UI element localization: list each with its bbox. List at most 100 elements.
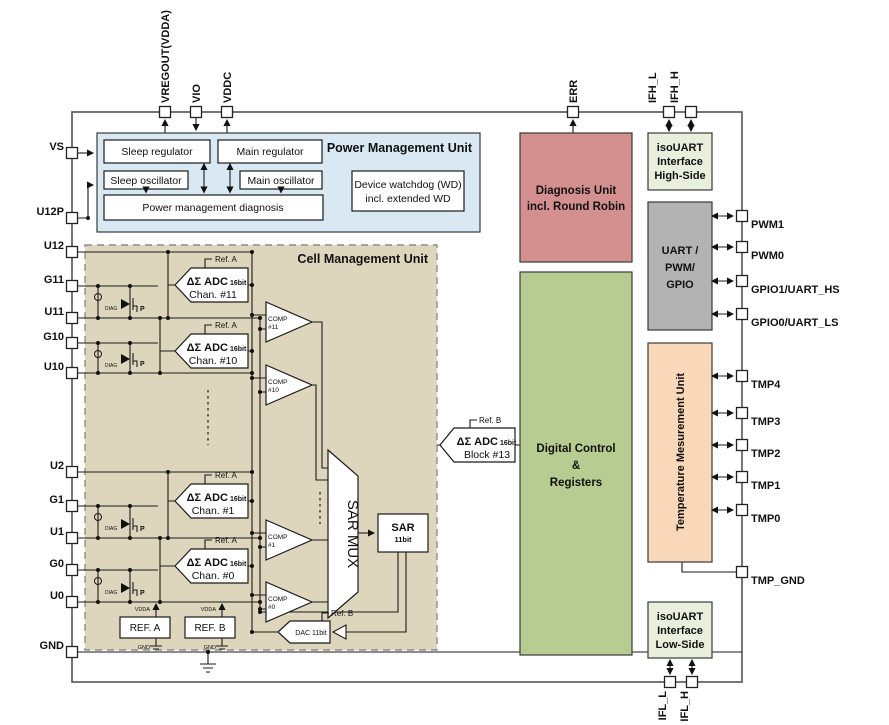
pin-g1 [65, 499, 79, 513]
svg-text:DIAG: DIAG [105, 526, 117, 532]
pin-ifl-h [685, 675, 699, 689]
dac-input-arrow-icon [331, 624, 347, 640]
pmu-block: Power Management Unit Sleep regulator Ma… [96, 132, 481, 233]
pin-label-pwm0: PWM0 [751, 250, 784, 262]
svg-text:DAC 11bit: DAC 11bit [295, 630, 326, 637]
svg-text:VDDA: VDDA [135, 607, 151, 613]
svg-text:DIAG: DIAG [105, 363, 117, 369]
left-pins: VS U12P U12 G11 U11 G10 U10 U2 G1 U1 G0 … [36, 141, 79, 659]
ref-a-block: REF. A VDDA GND [119, 602, 171, 651]
svg-text:&: & [572, 460, 580, 472]
pin-label-vregout: VREGOUT(VDDA) [160, 10, 172, 103]
pin-pwm1 [735, 209, 749, 223]
pin-ifl-l [663, 675, 677, 689]
pin-pwm0 [735, 240, 749, 254]
pin-label-vs: VS [49, 141, 64, 153]
svg-text:COMP: COMP [268, 379, 288, 386]
svg-text:Chan. #11: Chan. #11 [189, 289, 237, 301]
svg-text:#10: #10 [268, 387, 279, 394]
pin-tmp0 [735, 503, 749, 517]
pin-g0 [65, 563, 79, 577]
diag-circuit-11: DIAG P [94, 286, 145, 318]
svg-text:#0: #0 [268, 604, 276, 611]
adc-block-13: Ref. B ΔΣ ADC 16bit Block #13 [439, 416, 517, 463]
svg-text:Registers: Registers [550, 477, 602, 489]
pin-u0 [65, 595, 79, 609]
comp-10: COMP #10 [265, 364, 314, 406]
svg-text:Interface: Interface [657, 625, 703, 637]
pin-label-g11: G11 [44, 274, 64, 286]
connector-arrows [78, 118, 735, 676]
svg-text:SAR MUX: SAR MUX [344, 500, 361, 568]
pin-label-gpio0: GPIO0/UART_LS [751, 317, 838, 329]
pin-u12 [65, 245, 79, 259]
cmu-title: Cell Management Unit [297, 252, 428, 266]
ref-b-label: Ref. B [479, 416, 501, 425]
current-source-icon [94, 577, 102, 585]
svg-text:Chan. #10: Chan. #10 [189, 355, 238, 367]
pin-label-g0: G0 [49, 558, 64, 570]
svg-text:Temperature Mesurement Unit: Temperature Mesurement Unit [675, 373, 687, 531]
cmu-block: Cell Management Unit [84, 244, 438, 651]
pin-g11 [65, 279, 79, 293]
pm-diagnosis-label: Power management diagnosis [142, 202, 283, 214]
pin-ifh-h [684, 105, 698, 119]
pin-label-g10: G10 [43, 331, 64, 343]
uart-pwm-gpio-block: UART / PWM/ GPIO [647, 201, 713, 331]
pin-label-vio: VIO [191, 84, 203, 103]
pin-label-tmp-gnd: TMP_GND [751, 575, 805, 587]
svg-text:DIAG: DIAG [105, 306, 117, 312]
svg-text:PWM/: PWM/ [665, 262, 695, 274]
digital-control-block: Digital Control & Registers [519, 271, 633, 656]
ref-a-label: Ref. A [215, 536, 237, 545]
svg-text:16bit: 16bit [230, 561, 247, 568]
sar-adc: SAR 11bit [377, 513, 429, 553]
svg-text:UART /: UART / [662, 245, 699, 257]
svg-text:REF. B: REF. B [194, 623, 225, 634]
sleep-oscillator-label: Sleep oscillator [110, 175, 182, 187]
svg-text:GND: GND [138, 645, 150, 651]
current-source-icon [94, 293, 102, 301]
main-oscillator-label: Main oscillator [247, 175, 315, 187]
top-pins: VREGOUT(VDDA) VIO VDDC ERR IFH_L IFH_H [158, 10, 698, 119]
pin-label-u0: U0 [50, 590, 64, 602]
pin-tmp-gnd [735, 565, 749, 579]
svg-text:DIAG: DIAG [105, 590, 117, 596]
pin-label-gnd: GND [40, 640, 65, 652]
watchdog-box [351, 170, 465, 212]
pin-gnd [65, 645, 79, 659]
svg-text:GND: GND [204, 645, 216, 651]
junction-dots [86, 216, 262, 654]
svg-text:High-Side: High-Side [654, 170, 705, 182]
pin-label-pwm1: PWM1 [751, 219, 784, 231]
svg-text:incl. Round Robin: incl. Round Robin [527, 201, 625, 213]
pin-vs [65, 146, 79, 160]
watchdog-label-2: incl. extended WD [365, 193, 451, 205]
ref-a-label: Ref. A [215, 471, 237, 480]
pin-label-tmp2: TMP2 [751, 448, 780, 460]
mosfet-icon [121, 583, 130, 593]
svg-text:#11: #11 [268, 324, 279, 331]
comp-0: COMP #0 [265, 581, 314, 623]
pin-err [566, 105, 580, 119]
comp-11: COMP #11 [265, 301, 314, 343]
pin-gpio0 [735, 307, 749, 321]
isouart-low-side-block: isoUART Interface Low-Side [647, 601, 713, 659]
pin-u12p [65, 211, 79, 225]
adc-channel-11: Ref. A ΔΣ ADC 16bit Chan. #11 [174, 255, 249, 303]
cmu-box [84, 244, 438, 651]
svg-text:16bit: 16bit [230, 496, 247, 503]
svg-text:ΔΣ ADC: ΔΣ ADC [187, 276, 228, 288]
right-pins: PWM1 PWM0 GPIO1/UART_HS GPIO0/UART_LS TM… [735, 209, 840, 587]
pin-label-tmp3: TMP3 [751, 416, 780, 428]
bottom-pins: IFL_L IFL_H [657, 675, 699, 722]
current-source-icon [94, 350, 102, 358]
pin-label-u1: U1 [50, 526, 64, 538]
svg-text:Chan. #0: Chan. #0 [192, 570, 235, 582]
pin-u2 [65, 465, 79, 479]
svg-text:COMP: COMP [268, 596, 288, 603]
svg-text:16bit: 16bit [500, 440, 517, 447]
pm-diagnosis-box [103, 194, 324, 221]
svg-text:16bit: 16bit [230, 280, 247, 287]
